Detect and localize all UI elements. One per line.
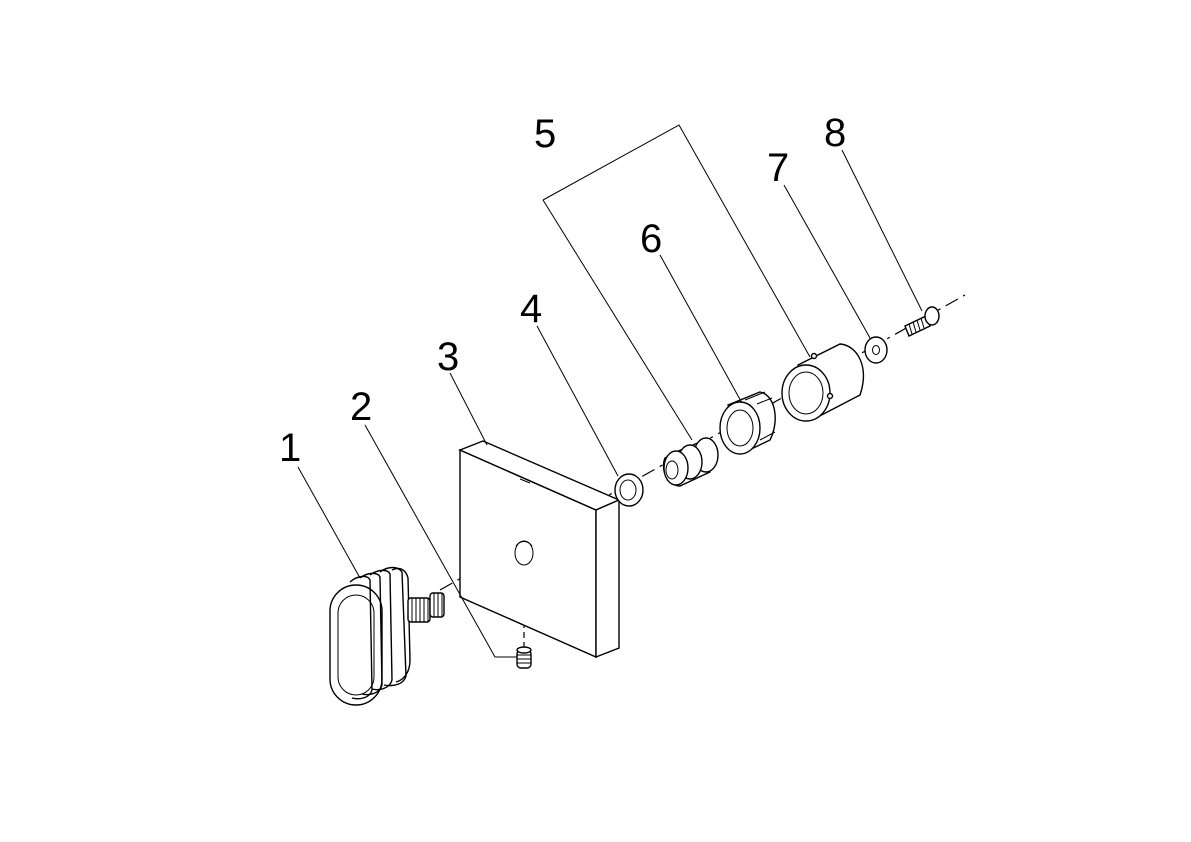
- part-number-8: 8: [824, 111, 846, 155]
- part-7-sleeve: [781, 343, 865, 422]
- part-2-set-screw: [516, 622, 532, 669]
- part-3-cover-plate: [458, 440, 621, 659]
- part-number-1: 1: [279, 426, 301, 470]
- part-8-screw: [904, 306, 940, 337]
- part-5-cartridge: [662, 437, 719, 487]
- leader-6: [659, 254, 743, 404]
- leader-5: [542, 124, 811, 358]
- leader-5b: [542, 199, 693, 441]
- part-number-5: 5: [534, 112, 556, 156]
- part-number-6: 6: [640, 217, 662, 261]
- part-1-lever-handle: [329, 566, 445, 706]
- leader-2: [364, 424, 517, 658]
- part-number-2: 2: [350, 385, 372, 429]
- leader-8: [841, 149, 923, 312]
- part-number-4: 4: [520, 287, 542, 331]
- leader-3: [449, 372, 488, 446]
- leader-4: [536, 325, 619, 477]
- part-4-washer: [614, 473, 644, 507]
- part-7-washer: [864, 336, 888, 364]
- leader-7: [783, 184, 871, 339]
- part-number-3: 3: [437, 335, 459, 379]
- leader-1: [297, 466, 361, 579]
- part-number-labels: 1 2 3 4 5 6 7 8: [279, 111, 846, 470]
- part-number-7: 7: [767, 146, 789, 190]
- leader-lines: [297, 124, 923, 658]
- part-6-nut: [719, 391, 776, 455]
